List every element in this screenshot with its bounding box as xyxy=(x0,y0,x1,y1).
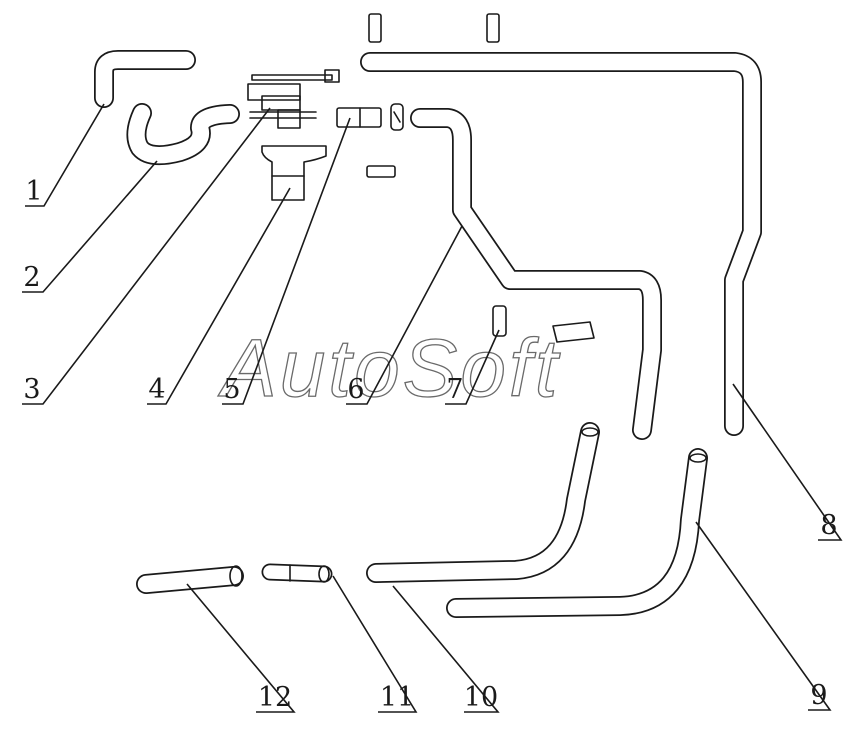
callout-9: 9 xyxy=(810,680,827,711)
part-2-s-hose xyxy=(126,103,240,166)
watermark: AutoSoft xyxy=(217,323,561,414)
callout-12: 12 xyxy=(258,682,292,713)
part-5-coupler xyxy=(336,107,382,128)
part-7-clamps xyxy=(492,305,595,343)
callout-numbers: 1 2 3 4 5 6 7 8 9 10 11 12 xyxy=(23,176,837,713)
part-11-short-tube xyxy=(261,563,333,583)
callout-1: 1 xyxy=(25,176,42,207)
small-connector xyxy=(366,165,396,178)
callout-7: 7 xyxy=(446,374,463,405)
part-9-curved-hose xyxy=(446,448,708,618)
part-10-curved-hose xyxy=(366,422,600,583)
callout-6: 6 xyxy=(347,374,364,405)
part-6-bent-pipe xyxy=(410,108,662,440)
callout-2: 2 xyxy=(23,262,40,293)
part-12-tube xyxy=(136,565,244,594)
small-clip xyxy=(390,103,404,131)
part-1-elbow-tube xyxy=(94,50,196,108)
leader-lines xyxy=(22,103,843,713)
callout-10: 10 xyxy=(464,682,498,713)
callout-5: 5 xyxy=(223,374,240,405)
callout-8: 8 xyxy=(820,510,837,541)
part-8-frame-pipe xyxy=(360,52,762,436)
top-nozzles xyxy=(368,13,500,43)
part-4-bracket xyxy=(261,145,327,201)
callout-11: 11 xyxy=(380,682,414,713)
part-3-valve-assembly xyxy=(247,69,340,129)
callout-4: 4 xyxy=(148,374,165,405)
callout-3: 3 xyxy=(23,374,40,405)
